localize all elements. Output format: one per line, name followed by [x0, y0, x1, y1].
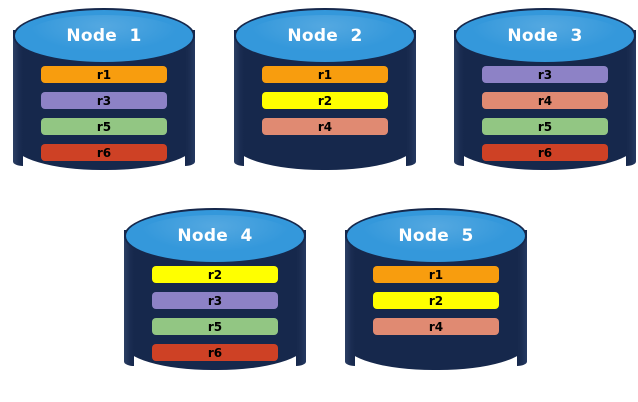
replica-list: r2 r3 r5 r6: [152, 266, 278, 361]
replica-bar-r1[interactable]: r1: [262, 66, 388, 83]
replica-bar-r3[interactable]: r3: [482, 66, 608, 83]
cylinder-right-shading: [185, 38, 195, 166]
cylinder-right-shading: [406, 38, 416, 166]
cylinder-left-shading: [124, 238, 134, 366]
replica-bar-r4[interactable]: r4: [262, 118, 388, 135]
replica-bar-r1[interactable]: r1: [373, 266, 499, 283]
cylinder-left-shading: [454, 38, 464, 166]
database-node-3[interactable]: Node 3 r3 r4 r5 r6: [454, 8, 636, 193]
replica-bar-r5[interactable]: r5: [41, 118, 167, 135]
cylinder-right-shading: [296, 238, 306, 366]
replica-list: r3 r4 r5 r6: [482, 66, 608, 161]
replica-bar-r2[interactable]: r2: [262, 92, 388, 109]
replica-bar-r5[interactable]: r5: [482, 118, 608, 135]
cylinder-left-shading: [345, 238, 355, 366]
node-title: Node 3: [507, 26, 583, 46]
cylinder-right-shading: [626, 38, 636, 166]
replica-bar-r4[interactable]: r4: [373, 318, 499, 335]
cylinder-left-shading: [234, 38, 244, 166]
node-title: Node 4: [177, 226, 253, 246]
node-title: Node 2: [287, 26, 363, 46]
replica-list: r1 r3 r5 r6: [41, 66, 167, 161]
replica-list: r1 r2 r4: [262, 66, 388, 135]
database-node-1[interactable]: Node 1 r1 r3 r5 r6: [13, 8, 195, 193]
replica-bar-r3[interactable]: r3: [152, 292, 278, 309]
cylinder-left-shading: [13, 38, 23, 166]
replica-bar-r5[interactable]: r5: [152, 318, 278, 335]
replica-bar-r6[interactable]: r6: [482, 144, 608, 161]
node-title: Node 1: [66, 26, 142, 46]
replica-bar-r6[interactable]: r6: [152, 344, 278, 361]
replica-bar-r1[interactable]: r1: [41, 66, 167, 83]
replica-bar-r6[interactable]: r6: [41, 144, 167, 161]
replica-bar-r2[interactable]: r2: [152, 266, 278, 283]
database-node-2[interactable]: Node 2 r1 r2 r4: [234, 8, 416, 193]
cylinder-right-shading: [517, 238, 527, 366]
replica-bar-r4[interactable]: r4: [482, 92, 608, 109]
replica-bar-r2[interactable]: r2: [373, 292, 499, 309]
node-title: Node 5: [398, 226, 474, 246]
database-node-5[interactable]: Node 5 r1 r2 r4: [345, 208, 527, 393]
database-node-4[interactable]: Node 4 r2 r3 r5 r6: [124, 208, 306, 393]
replica-list: r1 r2 r4: [373, 266, 499, 335]
replica-bar-r3[interactable]: r3: [41, 92, 167, 109]
